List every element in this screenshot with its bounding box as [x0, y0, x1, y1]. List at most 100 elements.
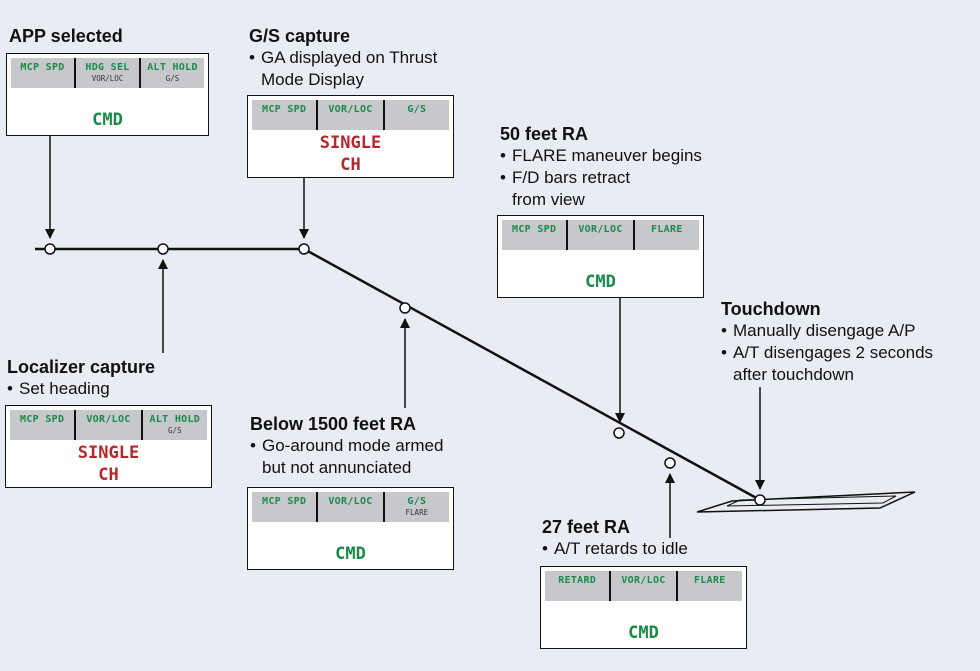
fma-cell: VOR/LOC	[568, 220, 635, 250]
point-27-feet	[664, 457, 676, 469]
bullet-line: but not annunciated	[262, 458, 412, 477]
fma-cell: FLARE	[635, 220, 699, 250]
fma-status-annunciation: CMD	[628, 623, 659, 643]
fma-status-annunciation: SINGLE	[77, 443, 140, 463]
fma-mode-bar: MCP SPD VOR/LOC FLARE	[502, 220, 699, 250]
fma-active-mode: G/S	[407, 496, 427, 507]
fma-active-mode: FLARE	[694, 575, 726, 586]
bullet-dot: •	[500, 168, 506, 187]
bullet-dot: •	[721, 321, 727, 340]
fma-active-mode: G/S	[407, 104, 427, 115]
stage-touchdown: Touchdown • Manually disengage A/P • A/T dis…	[721, 298, 933, 386]
fma-active-mode: HDG SEL	[85, 62, 130, 73]
fma-active-mode: MCP SPD	[512, 224, 557, 235]
fma-cell: VOR/LOC	[611, 571, 678, 601]
bullet-line: F/D bars retract	[512, 168, 631, 187]
bullet-line: A/T retards to idle	[554, 539, 688, 558]
bullet-line: from view	[512, 190, 585, 209]
stage-27-feet-ra: 27 feet RA•A/T retards to idle	[542, 516, 688, 560]
fma-status-annunciation: CMD	[92, 110, 123, 130]
stage-50-feet-ra: 50 feet RA • FLARE maneuver begins • F/D bar…	[500, 123, 702, 211]
bullet-line: GA displayed on Thrust	[261, 48, 438, 67]
bullet-text: • GA displayed on Thrust	[249, 47, 437, 69]
point-50-feet	[613, 427, 625, 439]
fma-cell: MCP SPD	[502, 220, 569, 250]
fma-status-annunciation: CMD	[585, 272, 616, 292]
fma-cell: VOR/LOC	[76, 410, 143, 440]
stage-title: Touchdown	[721, 299, 821, 319]
fma-armed-mode: VOR/LOC	[91, 74, 124, 83]
stage-title: Localizer capture	[7, 357, 156, 377]
bullet-text: but not annunciated	[250, 457, 443, 479]
fma-cell: VOR/LOC	[318, 100, 385, 130]
bullet-line: after touchdown	[733, 365, 854, 384]
fma-armed-mode: G/S	[168, 426, 182, 435]
bullet-line: FLARE maneuver begins	[512, 146, 702, 165]
bullet-line: Go-around mode armed	[262, 436, 444, 455]
fma-status-annunciation: SINGLE	[319, 133, 382, 153]
bullet-dot: •	[249, 48, 255, 67]
bullet-line: Mode Display	[261, 70, 364, 89]
point-app-selected	[44, 243, 56, 255]
fma-active-mode: RETARD	[558, 575, 597, 586]
bullet-text: • Manually disengage A/P	[721, 320, 933, 342]
bullet-text: • A/T disengages 2 seconds	[721, 342, 933, 364]
fma-cell: FLARE	[678, 571, 742, 601]
bullet-text: • F/D bars retract	[500, 167, 702, 189]
bullet-text: Mode Display	[249, 69, 437, 91]
fma-cell: G/S	[385, 100, 449, 130]
fma-active-mode: VOR/LOC	[578, 224, 623, 235]
bullet-dot: •	[7, 379, 13, 398]
bullet-dot: •	[250, 436, 256, 455]
fma-armed-mode: FLARE	[405, 508, 429, 517]
stage-title: 50 feet RA	[500, 124, 589, 144]
bullet-dot: •	[721, 343, 727, 362]
fma-active-mode: VOR/LOC	[621, 575, 666, 586]
fma-status-annunciation: CH	[340, 155, 361, 175]
fma-cell: MCP SPD	[11, 58, 76, 88]
fma-active-mode: VOR/LOC	[328, 496, 373, 507]
fma-cell: RETARD	[545, 571, 612, 601]
point-below-1500	[399, 302, 411, 314]
point-touchdown	[754, 494, 766, 506]
stage-app-selected: APP selected	[9, 25, 123, 47]
fma-active-mode: MCP SPD	[262, 496, 307, 507]
fma-active-mode: MCP SPD	[262, 104, 307, 115]
fma-status-annunciation: CH	[98, 465, 119, 485]
bullet-text: • Set heading	[7, 378, 155, 400]
bullet-dot: •	[542, 539, 548, 558]
bullet-text: after touchdown	[721, 364, 933, 386]
bullet-text: from view	[500, 189, 702, 211]
fma-cell: MCP SPD	[10, 410, 77, 440]
fma-active-mode: ALT HOLD	[147, 62, 198, 73]
bullet-dot: •	[500, 146, 506, 165]
point-localizer-capture	[157, 243, 169, 255]
bullet-line: A/T disengages 2 seconds	[733, 343, 934, 362]
stage-title: APP selected	[9, 26, 123, 46]
fma-active-mode: VOR/LOC	[86, 414, 131, 425]
point-gs-capture	[298, 243, 310, 255]
bullet-text: • A/T retards to idle	[542, 538, 688, 560]
bullet-text: • Go-around mode armed	[250, 435, 443, 457]
fma-armed-mode: G/S	[165, 74, 180, 83]
bullet-text: • FLARE maneuver begins	[500, 145, 702, 167]
fma-active-mode: FLARE	[651, 224, 683, 235]
bullet-line: Manually disengage A/P	[733, 321, 916, 340]
bullet-line: Set heading	[19, 379, 110, 398]
stage-title: G/S capture	[249, 26, 351, 46]
fma-active-mode: MCP SPD	[20, 62, 65, 73]
fma-status-annunciation: CMD	[335, 544, 366, 564]
fma-cell: MCP SPD	[252, 100, 319, 130]
